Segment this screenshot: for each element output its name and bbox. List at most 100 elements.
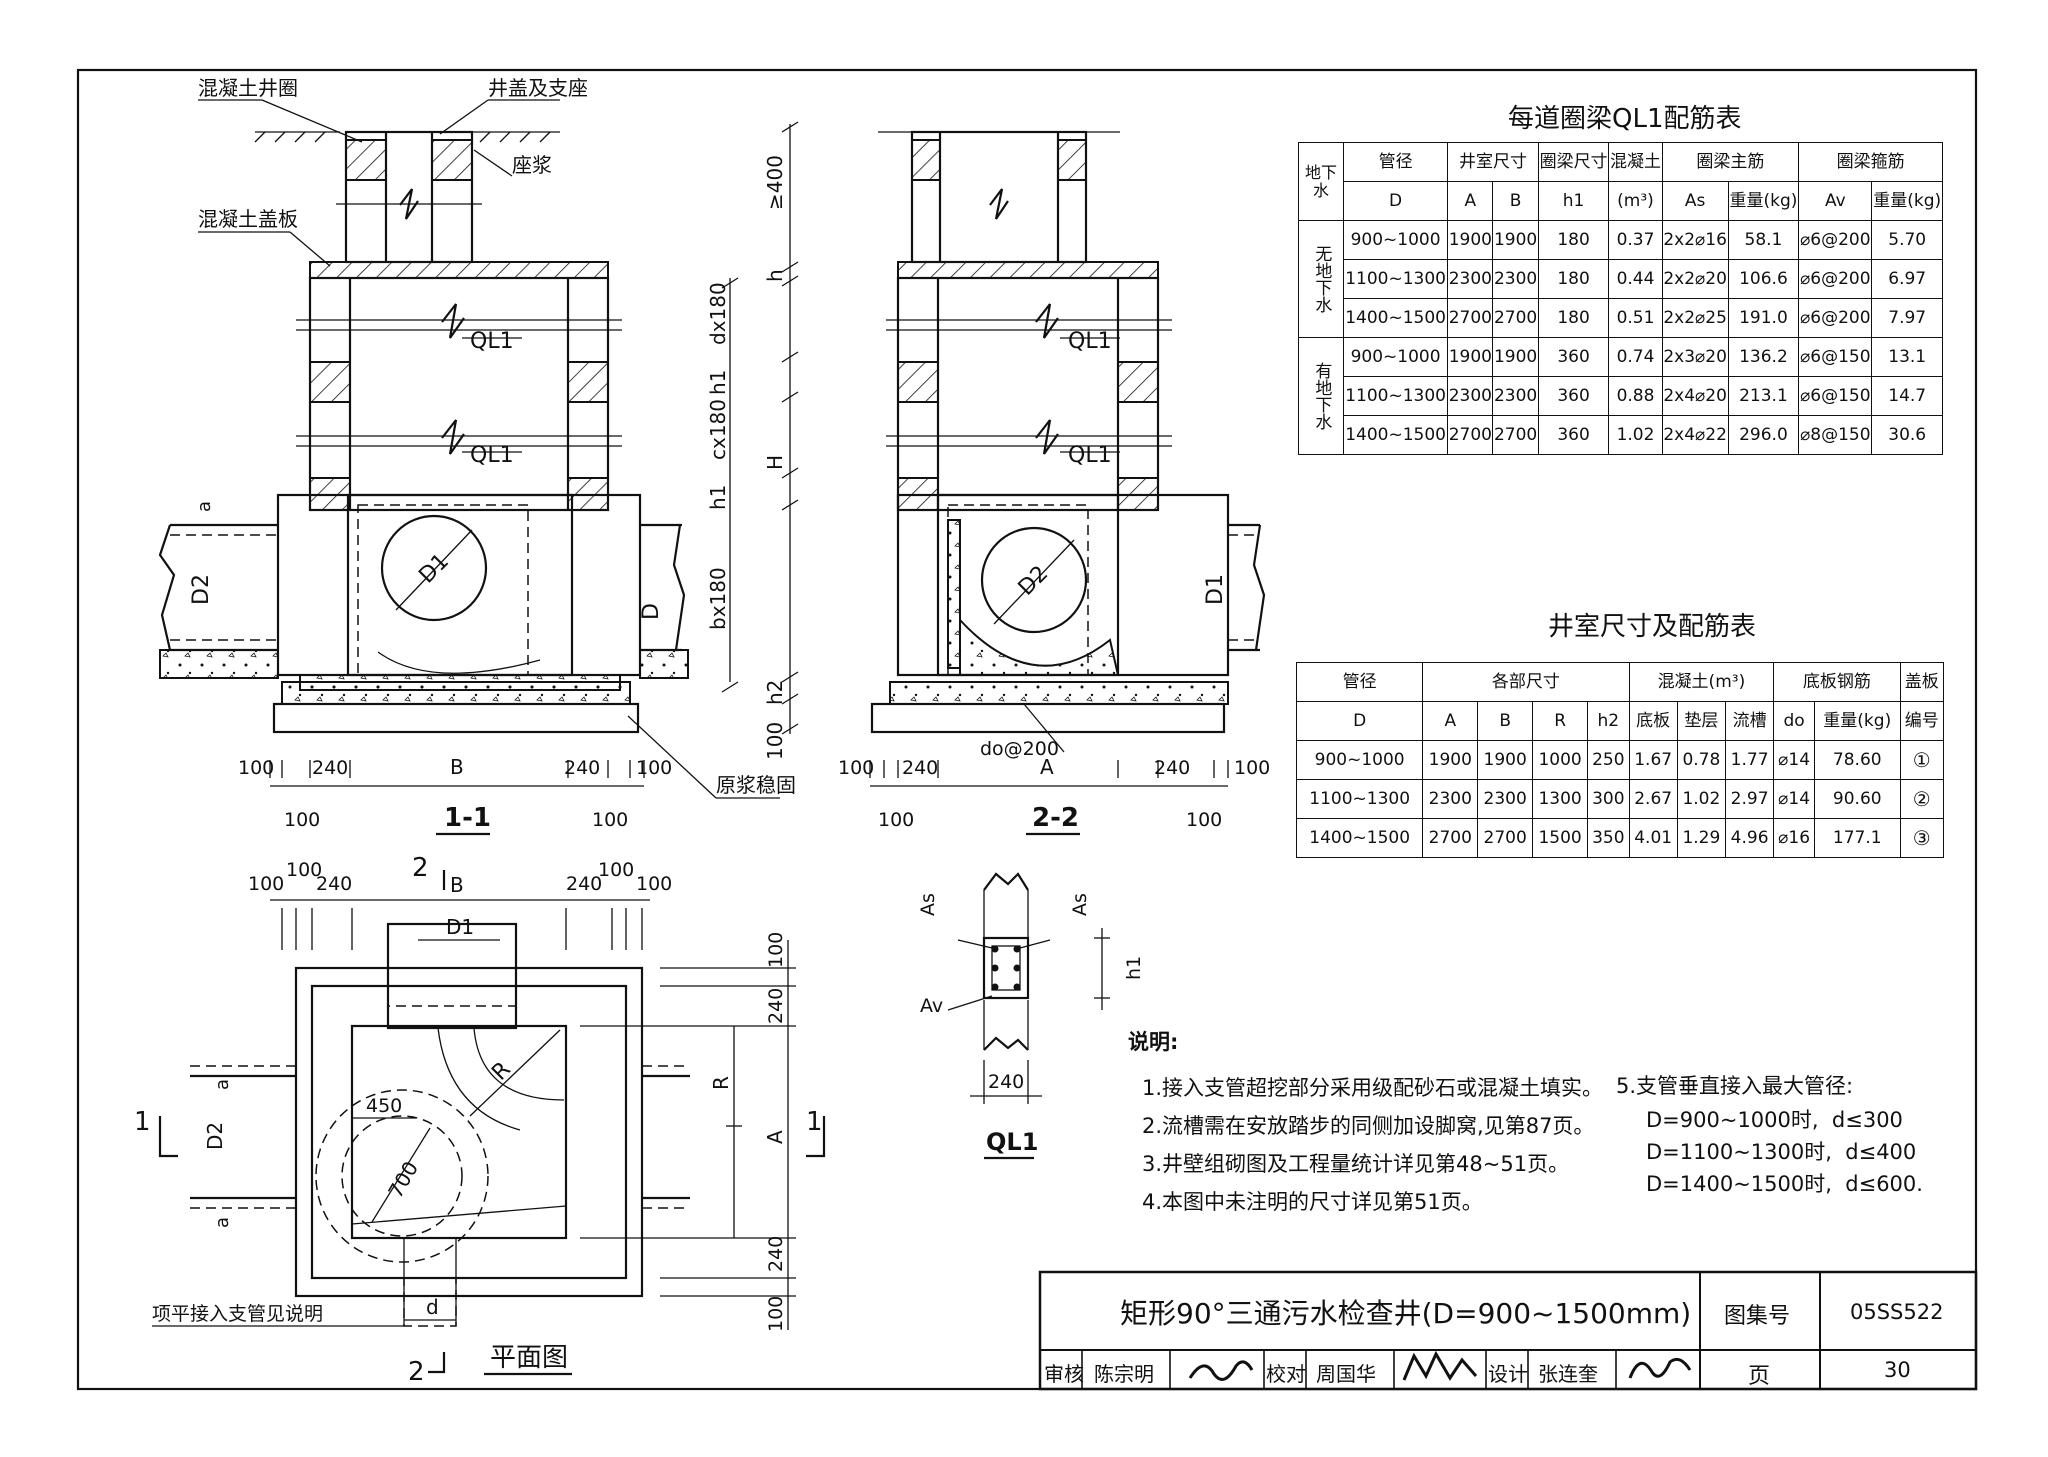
s1-callout-ring: 混凝土井圈 xyxy=(198,76,298,100)
s1-ql1-lower: QL1 xyxy=(470,443,514,468)
s1-dim-bottom-240b: 240 xyxy=(564,757,600,779)
table-cell: 300 xyxy=(1587,779,1630,819)
table-cell: 177.1 xyxy=(1814,818,1901,858)
table-chamber-title: 井室尺寸及配筋表 xyxy=(1548,612,1757,642)
plan-dim-right-A: A xyxy=(763,1130,787,1144)
table-cell: 90.60 xyxy=(1814,779,1901,819)
table-ql1-group-none: 无地下水 xyxy=(1298,220,1344,338)
plan-mark-2-bottom: 2 xyxy=(408,1357,425,1387)
name-checker: 周国华 xyxy=(1316,1362,1376,1386)
table-chamber-h2-kg: 重量(kg) xyxy=(1814,701,1901,741)
s1-dim-H: H xyxy=(763,455,787,470)
plan-label-450: 450 xyxy=(366,1095,402,1117)
table-cell: 213.1 xyxy=(1727,376,1800,416)
table-chamber-h2-cushion: 垫层 xyxy=(1676,701,1727,741)
table-ql1-h2-h1: h1 xyxy=(1537,181,1610,221)
table-cell: 2300 xyxy=(1492,259,1539,299)
table-ql1-h2-A: A xyxy=(1447,181,1494,221)
note-5-line-3: D=1400~1500时, d≤600. xyxy=(1646,1172,1923,1196)
table-chamber-header-2: D A B R h2 底板 垫层 流槽 do 重量(kg) 编号 xyxy=(1295,701,1944,741)
plan-dim-top-240b: 240 xyxy=(566,873,602,895)
s1-dim-h: h xyxy=(763,269,787,282)
table-ql1: 地下水 管径 井室尺寸 圈梁尺寸 混凝土 圈梁主筋 圈梁箍筋 D A B h1 … xyxy=(1298,142,1943,455)
table-cell: ⌀16 xyxy=(1773,818,1815,858)
note-5-line-1: D=900~1000时, d≤300 xyxy=(1646,1108,1903,1132)
table-chamber-h-concrete: 混凝土(m³) xyxy=(1628,662,1775,702)
table-ql1-h-chamber: 井室尺寸 xyxy=(1447,142,1539,182)
table-cell: 2700 xyxy=(1492,298,1539,338)
table-cell: 2700 xyxy=(1492,415,1539,455)
table-cell: 296.0 xyxy=(1727,415,1800,455)
plan-dim-top-100b: 100 xyxy=(286,859,322,881)
table-cell: 1900 xyxy=(1447,220,1494,260)
s2-d1-label: D1 xyxy=(1203,574,1228,605)
table-cell: ⌀6@150 xyxy=(1798,337,1873,377)
table-cell: 1.77 xyxy=(1724,740,1775,780)
plan-mark-1-left: 1 xyxy=(134,1107,151,1137)
table-chamber-header-1: 管径 各部尺寸 混凝土(m³) 底板钢筋 盖板 xyxy=(1295,662,1944,702)
s1-dim-bottom-100b: 100 xyxy=(636,757,672,779)
plan-dim-top-100c: 100 xyxy=(598,859,634,881)
role-design: 设计 xyxy=(1488,1362,1528,1386)
table-cell: ① xyxy=(1899,740,1944,780)
table-chamber-h2-base: 底板 xyxy=(1628,701,1678,741)
table-cell: 1100~1300 xyxy=(1342,259,1449,299)
table-cell: 350 xyxy=(1587,818,1630,858)
table-row: 1100~1300 2300 2300 360 0.88 2x4⌀20 213.… xyxy=(1299,376,1943,416)
table-cell: 2.67 xyxy=(1628,779,1678,819)
page-number: 30 xyxy=(1884,1358,1911,1382)
table-cell: 900~1000 xyxy=(1342,337,1449,377)
table-cell: 4.96 xyxy=(1724,818,1775,858)
table-ql1-h-beam: 圈梁尺寸 xyxy=(1537,142,1610,182)
ql1-as-right: As xyxy=(1069,893,1091,916)
table-cell: ⌀6@200 xyxy=(1798,259,1873,299)
table-cell: 0.78 xyxy=(1676,740,1727,780)
table-ql1-header-2: D A B h1 (m³) As 重量(kg) Av 重量(kg) xyxy=(1299,181,1943,221)
table-ql1-h2-D: D xyxy=(1342,181,1449,221)
s1-dim-dx180: dx180 xyxy=(706,282,730,345)
s1-dim-h2: h2 xyxy=(763,680,787,705)
s1-dim-ge400: ≥400 xyxy=(763,155,787,210)
note-5-line-2: D=1100~1300时, d≤400 xyxy=(1646,1140,1917,1164)
table-row: 无地下水 900~1000 1900 1900 180 0.37 2x2⌀16 … xyxy=(1298,220,1943,338)
table-cell: ⌀14 xyxy=(1773,740,1815,780)
plan-dim-right-240a: 240 xyxy=(765,988,787,1024)
table-cell: 2x2⌀25 xyxy=(1661,298,1729,338)
s1-dim-bottom-100a: 100 xyxy=(238,757,274,779)
table-cell: 180 xyxy=(1537,298,1610,338)
table-cell: 900~1000 xyxy=(1295,740,1424,780)
plan-dim-top-100d: 100 xyxy=(636,873,672,895)
table-cell: 1900 xyxy=(1492,220,1539,260)
table-cell: 2x3⌀20 xyxy=(1661,337,1729,377)
s1-callout-cover: 井盖及支座 xyxy=(488,76,588,100)
table-ql1-group-with: 有地下水 xyxy=(1298,337,1344,455)
s1-dim-h1b: h1 xyxy=(706,485,730,510)
table-cell: 1300 xyxy=(1532,779,1589,819)
table-cell: 180 xyxy=(1537,259,1610,299)
s2-dim-bottom-A: A xyxy=(1040,755,1054,779)
table-chamber-h2-no: 编号 xyxy=(1899,701,1944,741)
table-cell: 360 xyxy=(1537,376,1610,416)
plan-note: 项平接入支管见说明 xyxy=(152,1303,323,1325)
table-cell: ⌀8@150 xyxy=(1798,415,1873,455)
table-cell: ⌀6@150 xyxy=(1798,376,1873,416)
s2-dim-bottom-240b: 240 xyxy=(1154,757,1190,779)
table-cell: ⌀14 xyxy=(1773,779,1815,819)
table-cell: 2300 xyxy=(1447,376,1494,416)
plan-label-a2: a xyxy=(212,1217,233,1228)
atlas-label: 图集号 xyxy=(1724,1304,1791,1329)
table-cell: 1100~1300 xyxy=(1342,376,1449,416)
table-cell: 2700 xyxy=(1422,818,1479,858)
note-1: 1.接入支管超挖部分采用级配砂石或混凝土填实。 xyxy=(1142,1076,1604,1100)
role-check: 校对 xyxy=(1266,1362,1306,1386)
plan-dim-right-100b: 100 xyxy=(765,1296,787,1332)
table-chamber-h2-B: B xyxy=(1477,701,1534,741)
table-row: 1400~1500 2700 2700 180 0.51 2x2⌀25 191.… xyxy=(1299,298,1943,338)
s1-dim-bottom-240a: 240 xyxy=(312,757,348,779)
plan-dim-top-B: B xyxy=(450,873,464,897)
plan-mark-2-top: 2 xyxy=(412,853,429,883)
table-cell: 2700 xyxy=(1447,415,1494,455)
table-cell: 58.1 xyxy=(1727,220,1800,260)
table-cell: 1000 xyxy=(1532,740,1589,780)
